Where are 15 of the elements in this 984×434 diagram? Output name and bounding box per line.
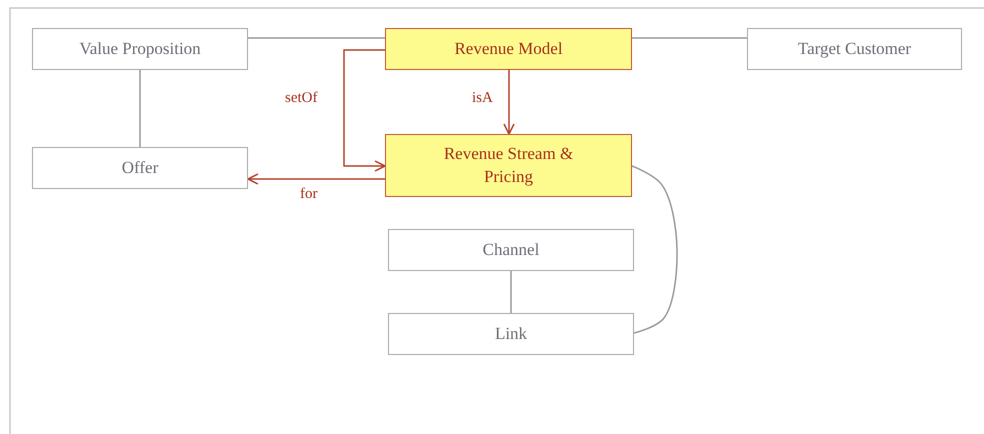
arrow: [247, 173, 385, 185]
highlighted-concept-box: Revenue Stream & Pricing: [385, 134, 632, 197]
connector-line: [248, 37, 385, 39]
highlighted-concept-box: Revenue Model: [385, 28, 632, 70]
concept-box: Link: [388, 313, 634, 355]
concept-box: Target Customer: [747, 28, 962, 70]
connector-line: [632, 37, 747, 39]
concept-box: Offer: [32, 147, 248, 189]
concept-box: Value Proposition: [32, 28, 248, 70]
connector-line: [632, 165, 678, 334]
arrow: [343, 49, 386, 172]
connector-line: [139, 70, 141, 147]
arrow: [503, 70, 515, 135]
concept-box: Channel: [388, 229, 634, 271]
connector-line: [510, 271, 512, 313]
